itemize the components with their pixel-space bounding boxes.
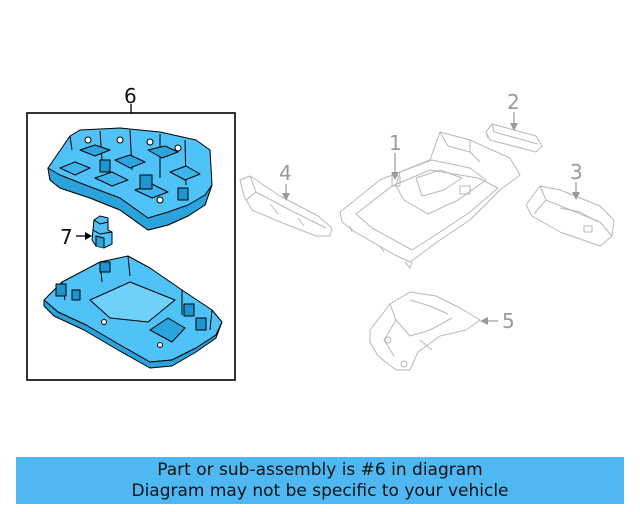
banner-line-2: Diagram may not be specific to your vehi… xyxy=(131,480,509,501)
side-cover-part-4 xyxy=(239,175,333,237)
side-cover-part-3 xyxy=(525,185,615,247)
console-housing-upper xyxy=(47,127,213,231)
console-frame-part-1 xyxy=(339,131,521,269)
callout-1: 1 xyxy=(389,131,402,155)
callout-7: 7 xyxy=(60,225,73,249)
bracket-part-5 xyxy=(369,291,481,371)
callout-7-arrow xyxy=(76,232,92,240)
callout-6: 6 xyxy=(124,84,137,108)
callout-4-leader xyxy=(282,184,290,201)
callout-2: 2 xyxy=(507,90,520,114)
callout-2-leader xyxy=(510,112,518,131)
banner-line-1: Part or sub-assembly is #6 in diagram xyxy=(157,459,483,480)
bulb-part-7 xyxy=(91,215,113,249)
callout-1-leader xyxy=(391,153,399,180)
disclaimer-banner: Part or sub-assembly is #6 in diagram Di… xyxy=(16,457,624,504)
lens-part-2 xyxy=(485,123,543,153)
callout-3: 3 xyxy=(570,160,583,184)
callout-4: 4 xyxy=(279,161,292,185)
console-tray-lower xyxy=(43,255,223,369)
callout-3-leader xyxy=(572,182,580,200)
callout-5: 5 xyxy=(502,309,515,333)
assembly-6-box xyxy=(26,104,236,381)
callout-5-leader xyxy=(480,317,498,325)
